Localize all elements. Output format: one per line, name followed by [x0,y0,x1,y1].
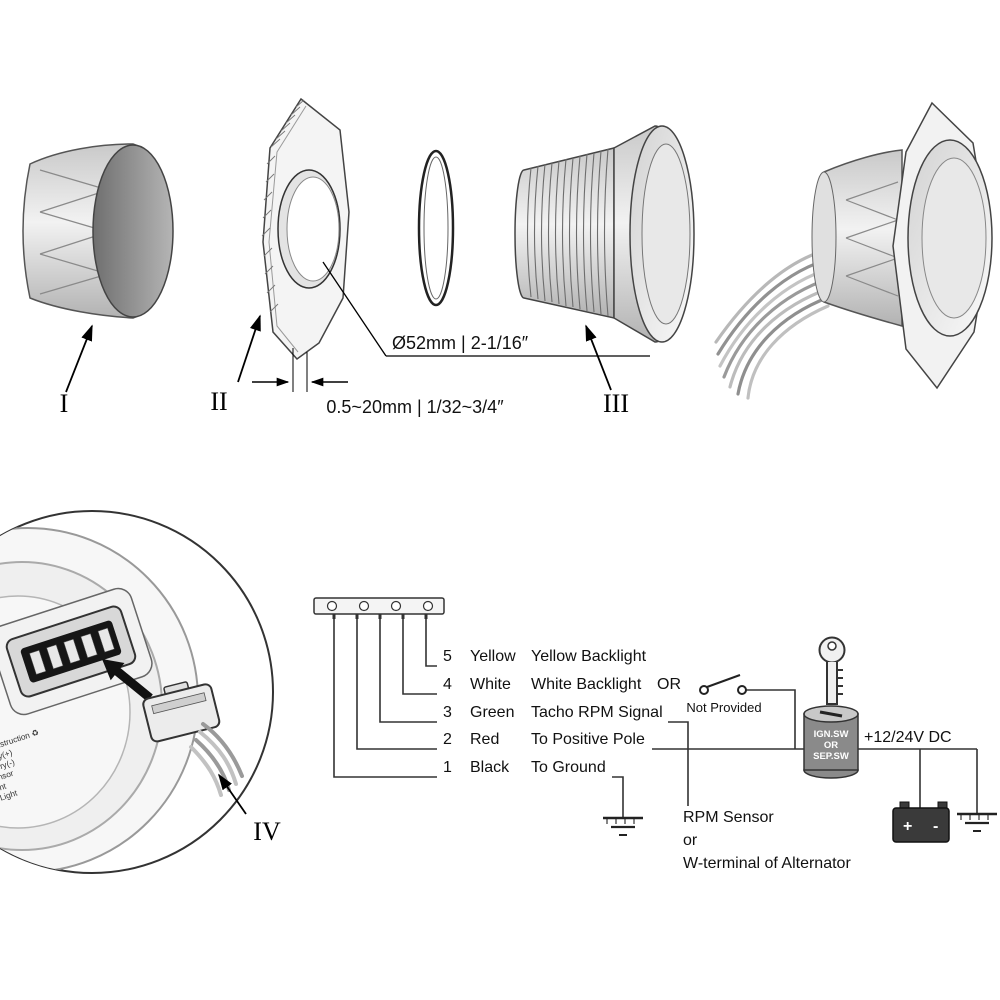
part-ii-arrow [237,314,261,383]
switch-line-2: OR [824,740,838,751]
wire-desc: Yellow Backlight [531,648,647,665]
connector-plug [142,681,221,743]
connector-socket [0,587,153,716]
part-iii-arrow [585,324,612,391]
ignition-switch-cylinder: IGN.SW OR SEP.SW [803,705,859,779]
wire-run-4-after-switch [746,689,796,749]
wire-run-5 [425,614,437,667]
wire-runs [333,614,978,818]
wire-color: Yellow [470,648,516,665]
socket-pins [29,627,115,675]
part-i-arrow [65,324,93,393]
wire-color: Black [470,759,510,776]
part-iv-label: IV [253,817,281,846]
wire-color: White [470,676,511,693]
ground-symbol-right [957,812,997,832]
threads [526,148,609,317]
part-ii-plate [261,97,350,361]
assembled-nut-flutes [845,181,899,297]
part-iii-label: III [603,389,629,418]
wire-rows: 5 Yellow Yellow Backlight 4 White White … [443,648,663,776]
bezel-lip [641,143,691,325]
part-iii-threaded-body [514,125,695,343]
assembled-bezel-lip [921,157,987,319]
wire-number: 3 [443,704,452,721]
panel-thickness-label: 0.5~20mm | 1/32~3/4″ [326,397,504,417]
wire-run-4 [402,614,437,695]
switch-line-3: SEP.SW [813,751,849,762]
ground-symbol-left [603,816,643,836]
wire-color: Red [470,731,499,748]
plate-hole-inner [286,176,340,282]
supply-label: +12/24V DC [864,729,952,746]
backlight-switch [699,674,747,695]
wire-run-3 [379,614,437,723]
sensor-note-line-3: W-terminal of Alternator [683,855,851,872]
o-ring [417,149,455,307]
wire-run-1 [333,614,437,778]
hole-diameter-label: Ø52mm | 2-1/16″ [392,333,529,353]
part-iv-arrow [218,773,247,815]
part-i-nut [22,143,174,319]
hole-dimension [322,261,650,357]
wire-color: Green [470,704,514,721]
or-label: OR [657,676,681,693]
battery-plus: + [903,818,912,835]
switch-line-1: IGN.SW [814,729,849,740]
sensor-note-line-1: RPM Sensor [683,809,774,826]
plate-hatching [261,99,305,313]
wiring-diagram: 5 Yellow Yellow Backlight 4 White White … [313,597,997,872]
wire-desc: Tacho RPM Signal [531,704,663,721]
wire-desc: To Ground [531,759,606,776]
wire-run-3-sensor [668,721,689,806]
assembled-gauge [714,101,993,400]
plug-insert-arrow [102,659,153,702]
plate-chamfer-line [268,105,307,353]
sensor-note: RPM Sensor or W-terminal of Alternator [683,809,851,872]
wire-number: 1 [443,759,452,776]
part-i-flutes [39,169,109,295]
wire-desc: To Positive Pole [531,731,645,748]
part-i-bore [92,144,174,318]
battery: + - [892,801,950,843]
part-i-label: I [60,389,69,418]
key-icon [818,636,846,705]
wire-number: 5 [443,648,452,665]
part-ii-label: II [210,387,227,416]
wire-run-2 [356,614,437,750]
wire-number: 2 [443,731,452,748]
assembled-nut-cap [811,171,837,303]
not-provided-label: Not Provided [686,700,761,715]
battery-minus: - [933,818,938,835]
detail-view: FR 110025 L01 00~33Ω Connecting Instruct… [0,510,281,874]
wire-number: 4 [443,676,452,693]
wire-run-1-ground [612,776,624,818]
sensor-note-line-2: or [683,832,698,849]
thickness-dimension [252,348,348,392]
wire-desc: White Backlight [531,676,642,693]
gauge-back: FR 110025 L01 00~33Ω Connecting Instruct… [0,527,199,873]
